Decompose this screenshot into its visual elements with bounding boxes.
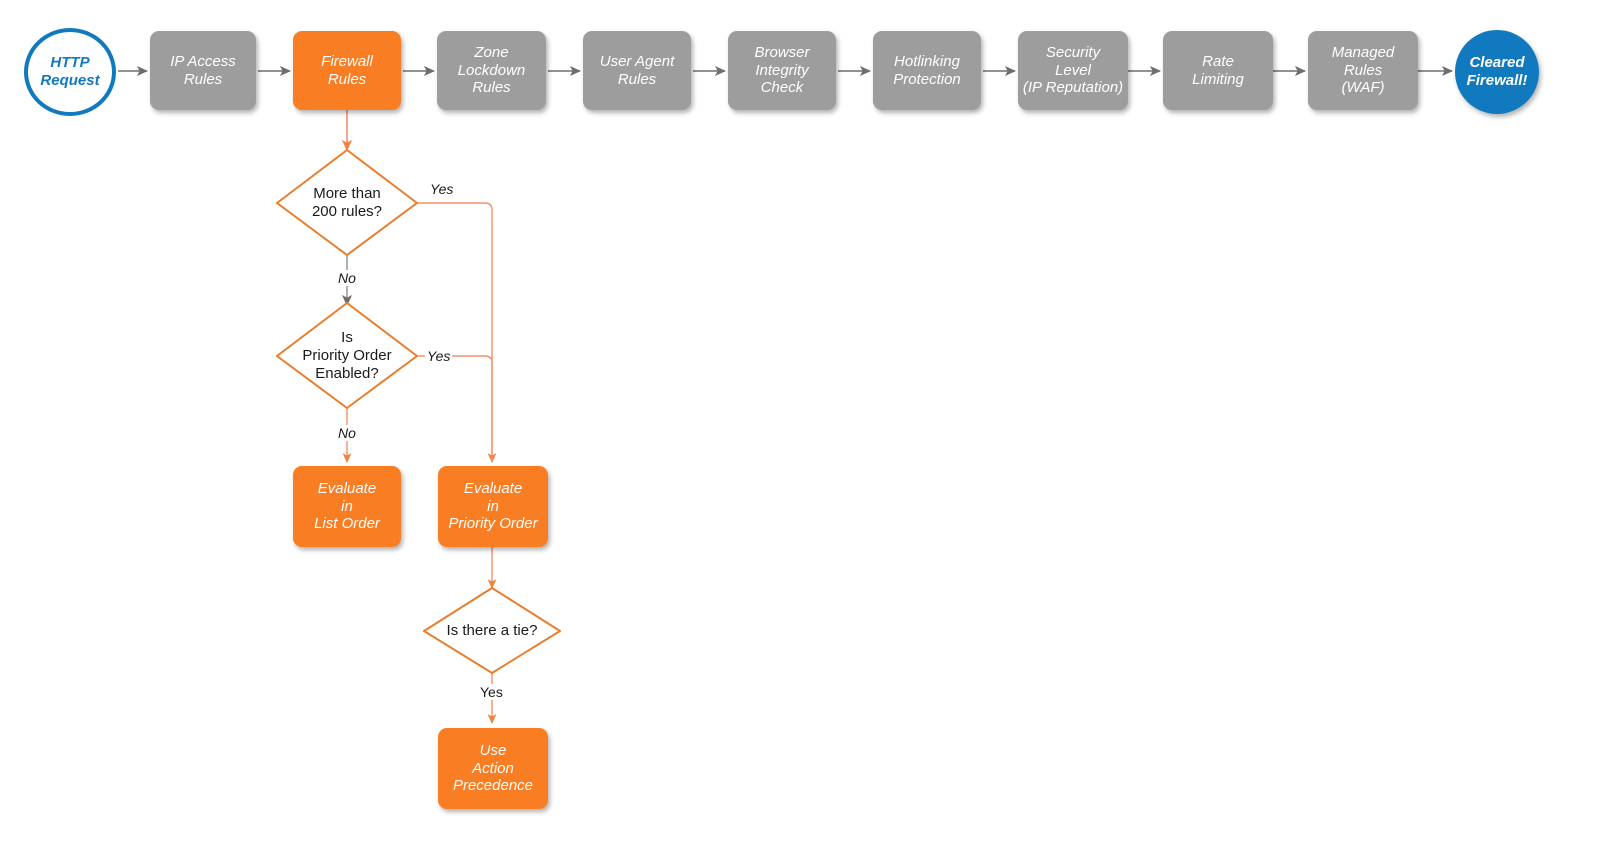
node-use-action-precedence[interactable]: Use Action Precedence [438, 728, 548, 809]
node-evaluate-in-list-order-label: Evaluate in List Order [314, 479, 380, 533]
edge-label-yes-priority-order: Yes [425, 348, 453, 364]
node-browser-integrity-check-label: Browser Integrity Check [754, 43, 810, 97]
edge-label-yes-tie: Yes [478, 684, 505, 700]
node-security-level[interactable]: Security Level (IP Reputation) [1018, 31, 1128, 110]
node-firewall-rules[interactable]: Firewall Rules [293, 31, 401, 110]
node-use-action-precedence-label: Use Action Precedence [452, 741, 534, 795]
decision-more-than-200-rules-label: More than 200 rules? [311, 185, 383, 220]
decision-more-than-200-rules[interactable]: More than 200 rules? [282, 175, 412, 231]
edge-decision200-yes [417, 202, 497, 463]
edge-label-no-priority-order: No [336, 425, 358, 441]
node-evaluate-in-priority-order[interactable]: Evaluate in Priority Order [438, 466, 548, 547]
node-hotlinking-protection-label: Hotlinking Protection [893, 52, 961, 88]
node-managed-rules-waf[interactable]: Managed Rules (WAF) [1308, 31, 1418, 110]
node-evaluate-in-priority-order-label: Evaluate in Priority Order [448, 479, 538, 533]
node-cleared-firewall-label: Cleared Firewall! [1466, 54, 1528, 89]
node-evaluate-in-list-order[interactable]: Evaluate in List Order [293, 466, 401, 547]
node-user-agent-rules-label: User Agent Rules [599, 52, 675, 88]
node-managed-rules-waf-label: Managed Rules (WAF) [1331, 43, 1395, 97]
node-http-request[interactable]: HTTP Request [24, 28, 116, 116]
node-browser-integrity-check[interactable]: Browser Integrity Check [728, 31, 836, 110]
decision-is-priority-order-enabled[interactable]: Is Priority Order Enabled? [277, 325, 417, 387]
decision-is-there-a-tie[interactable]: Is there a tie? [424, 618, 560, 644]
node-cleared-firewall[interactable]: Cleared Firewall! [1455, 30, 1539, 114]
node-zone-lockdown-rules[interactable]: Zone Lockdown Rules [437, 31, 546, 110]
node-rate-limiting-label: Rate Limiting [1192, 52, 1244, 88]
decision-is-priority-order-enabled-label: Is Priority Order Enabled? [302, 329, 392, 382]
edge-label-yes-more-than-200: Yes [428, 181, 456, 197]
node-hotlinking-protection[interactable]: Hotlinking Protection [873, 31, 981, 110]
node-http-request-label: HTTP Request [40, 54, 100, 89]
edge-priorityorder-yes [417, 355, 493, 462]
node-rate-limiting[interactable]: Rate Limiting [1163, 31, 1273, 110]
node-ip-access-rules-label: IP Access Rules [170, 52, 236, 88]
edge-label-no-more-than-200: No [336, 270, 358, 286]
node-zone-lockdown-rules-label: Zone Lockdown Rules [457, 43, 526, 97]
node-ip-access-rules[interactable]: IP Access Rules [150, 31, 256, 110]
node-firewall-rules-label: Firewall Rules [321, 52, 373, 88]
node-security-level-label: Security Level (IP Reputation) [1022, 43, 1124, 97]
node-user-agent-rules[interactable]: User Agent Rules [583, 31, 691, 110]
decision-is-there-a-tie-label: Is there a tie? [446, 622, 538, 640]
